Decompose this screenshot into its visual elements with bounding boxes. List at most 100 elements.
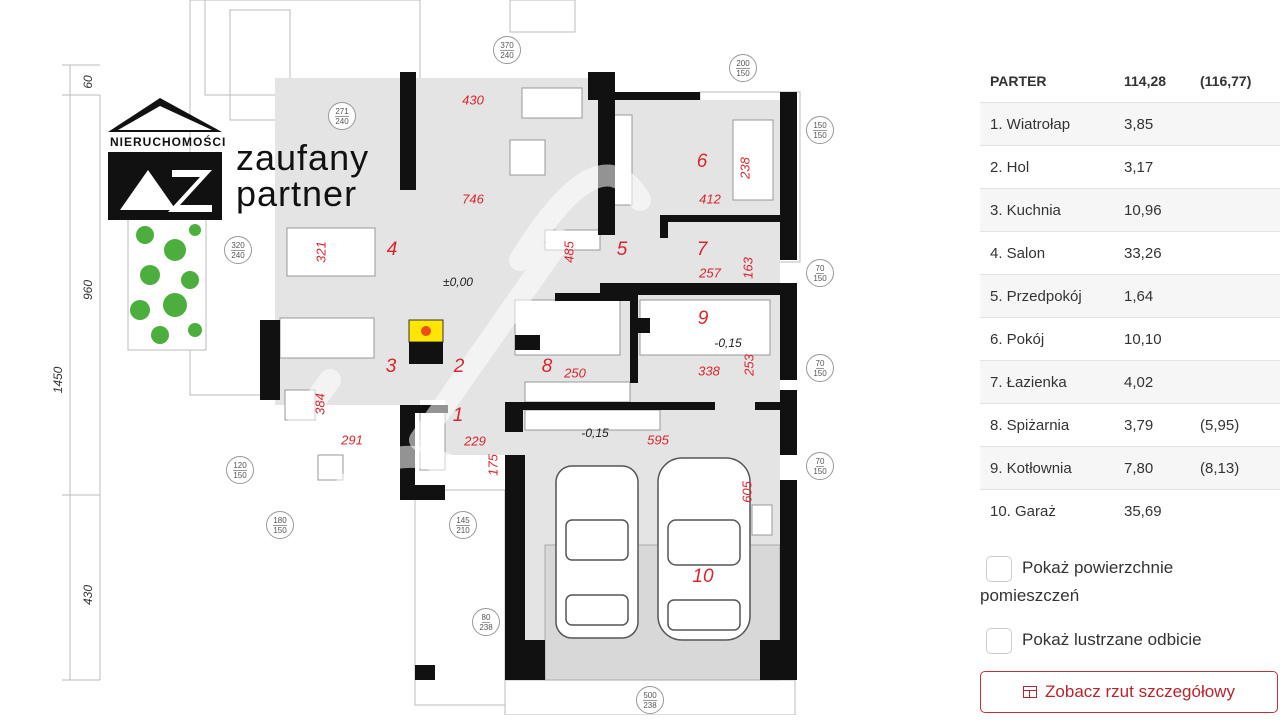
room-number: 1 bbox=[452, 405, 464, 426]
floor-plan-icon bbox=[1023, 686, 1038, 698]
room-number: 10 bbox=[692, 566, 714, 587]
level-label: -0,15 bbox=[714, 336, 742, 350]
room-name: 7. Łazienka bbox=[980, 360, 1114, 404]
room-area: 3,17 bbox=[1114, 145, 1190, 189]
floor-plan-drawing bbox=[62, 0, 801, 716]
floor-area: 114,28 bbox=[1124, 73, 1167, 89]
room-total-area bbox=[1190, 145, 1280, 189]
room-name: 10. Garaż bbox=[980, 489, 1114, 532]
room-number: 9 bbox=[697, 308, 709, 329]
room-total-area bbox=[1190, 489, 1280, 532]
room-area: 3,79 bbox=[1114, 403, 1190, 447]
room-area: 1,64 bbox=[1114, 274, 1190, 318]
room-name: 1. Wiatrołap bbox=[980, 102, 1114, 146]
floor-total-area: (116,77) bbox=[1200, 73, 1252, 89]
room-total-area bbox=[1190, 188, 1280, 232]
room-number: 8 bbox=[541, 356, 553, 377]
room-total-area: (5,95) bbox=[1190, 403, 1280, 447]
dimension-label: 605 bbox=[739, 481, 755, 503]
dimension-label: 257 bbox=[699, 265, 721, 281]
mirror-option[interactable]: Pokaż lustrzane odbicie bbox=[980, 626, 1202, 654]
detailed-plan-label: Zobacz rzut szczegółowy bbox=[1045, 682, 1235, 701]
table-header-row: PARTER 114,28 (116,77) bbox=[980, 60, 1280, 103]
room-total-area bbox=[1190, 360, 1280, 404]
room-name: 6. Pokój bbox=[980, 317, 1114, 361]
watermark bbox=[189, 164, 651, 571]
detailed-plan-button[interactable]: Zobacz rzut szczegółowy bbox=[980, 671, 1278, 713]
room-name: 5. Przedpokój bbox=[980, 274, 1114, 318]
dimension-label: 253 bbox=[741, 354, 757, 376]
dimension-label: 60 bbox=[81, 75, 95, 89]
room-number: 5 bbox=[616, 239, 628, 260]
room-area: 3,85 bbox=[1114, 102, 1190, 146]
dimension-label: 430 bbox=[81, 584, 95, 606]
room-total-area bbox=[1190, 317, 1280, 361]
room-number: 3 bbox=[385, 356, 397, 377]
dimension-label: 412 bbox=[699, 191, 721, 207]
show-areas-checkbox[interactable] bbox=[986, 555, 1012, 582]
room-number: 4 bbox=[386, 239, 398, 260]
dimension-label: 229 bbox=[464, 433, 486, 449]
room-name: 9. Kotłownia bbox=[980, 446, 1114, 490]
room-area: 4,02 bbox=[1114, 360, 1190, 404]
level-label: -0,15 bbox=[581, 426, 609, 440]
dimension-label: 338 bbox=[698, 363, 720, 379]
dimension-label: 485 bbox=[561, 241, 577, 263]
logo-label: NIERUCHOMOŚCI bbox=[110, 135, 227, 149]
dimension-label: 595 bbox=[647, 432, 669, 448]
room-area: 10,10 bbox=[1114, 317, 1190, 361]
room-number: 2 bbox=[453, 356, 465, 377]
room-total-area bbox=[1190, 102, 1280, 146]
show-areas-label: Pokaż powierzchnie pomieszczeń bbox=[980, 558, 1174, 605]
level-label: ±0,00 bbox=[443, 275, 473, 289]
dimension-label: 746 bbox=[462, 191, 484, 207]
mirror-label: Pokaż lustrzane odbicie bbox=[1022, 630, 1202, 649]
room-area: 10,96 bbox=[1114, 188, 1190, 232]
dimension-label: 175 bbox=[485, 454, 501, 476]
room-total-area bbox=[1190, 274, 1280, 318]
room-number: 6 bbox=[696, 151, 708, 172]
room-total-area: (8,13) bbox=[1190, 446, 1280, 490]
room-area: 33,26 bbox=[1114, 231, 1190, 275]
dimension-label: 960 bbox=[81, 279, 95, 301]
room-area: 35,69 bbox=[1114, 489, 1190, 532]
floor-name: PARTER bbox=[990, 73, 1047, 89]
dimension-label: 384 bbox=[312, 393, 328, 415]
room-name: 2. Hol bbox=[980, 145, 1114, 189]
dimension-label: 430 bbox=[462, 92, 484, 108]
dimension-label: 238 bbox=[737, 157, 753, 179]
mirror-checkbox[interactable] bbox=[986, 627, 1012, 654]
dimension-label: 163 bbox=[740, 257, 756, 279]
dimension-label: 291 bbox=[341, 432, 363, 448]
show-areas-option[interactable]: Pokaż powierzchnie pomieszczeń bbox=[980, 554, 1190, 609]
room-area: 7,80 bbox=[1114, 446, 1190, 490]
dimension-label: 250 bbox=[564, 365, 586, 381]
room-total-area bbox=[1190, 231, 1280, 275]
room-name: 3. Kuchnia bbox=[980, 188, 1114, 232]
